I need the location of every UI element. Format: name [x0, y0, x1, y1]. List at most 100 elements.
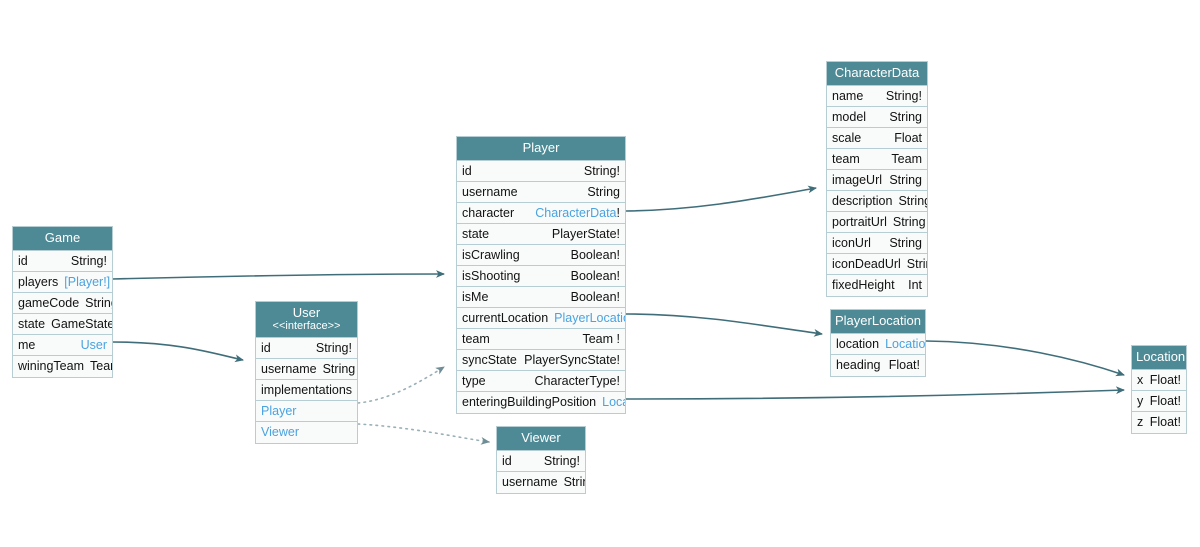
field-type: String: [898, 193, 927, 208]
table-row[interactable]: winingTeam Team: [13, 356, 112, 377]
table-row[interactable]: me User: [13, 335, 112, 356]
table-row[interactable]: username String: [497, 472, 585, 493]
table-row[interactable]: syncState PlayerSyncState!: [457, 350, 625, 371]
table-row[interactable]: heading Float!: [831, 355, 925, 376]
field-type: Float!: [1149, 415, 1181, 429]
table-row[interactable]: currentLocation PlayerLocation!: [457, 308, 625, 329]
field-name: team: [832, 151, 860, 166]
edge-game-players-to-player: [111, 270, 445, 280]
field-type: CharacterData!: [520, 205, 620, 220]
table-row[interactable]: players [Player!]: [13, 272, 112, 293]
field-name: fixedHeight: [832, 278, 895, 292]
field-type: String!: [583, 163, 620, 178]
entity-user-stereotype: <<interface>>: [272, 320, 341, 332]
table-row[interactable]: isShooting Boolean!: [457, 266, 625, 287]
field-type: String: [892, 214, 926, 229]
edge-playerlocation-location-to-location: [925, 340, 1125, 377]
field-type: Int: [908, 278, 922, 292]
entity-player-location-title: PlayerLocation: [831, 310, 925, 334]
field-type: Boolean!: [570, 289, 620, 304]
implementation-row-player[interactable]: Player: [256, 401, 357, 422]
table-row[interactable]: isCrawling Boolean!: [457, 245, 625, 266]
table-row[interactable]: character CharacterData!: [457, 203, 625, 224]
table-row[interactable]: portraitUrl String: [827, 212, 927, 233]
field-type: Boolean!: [570, 247, 620, 262]
table-row[interactable]: iconDeadUrl String: [827, 254, 927, 275]
entity-viewer[interactable]: Viewer id String! username String: [496, 426, 586, 494]
table-row[interactable]: gameCode String!: [13, 293, 112, 314]
field-type-ref[interactable]: Location!: [885, 336, 925, 351]
field-type-ref[interactable]: CharacterData: [535, 205, 617, 220]
field-name: isShooting: [462, 268, 521, 283]
field-name: username: [261, 361, 317, 376]
implementation-link[interactable]: Player: [261, 403, 297, 418]
table-row[interactable]: state PlayerState!: [457, 224, 625, 245]
edge-user-implements-viewer: [357, 423, 490, 445]
implementation-link[interactable]: Viewer: [261, 425, 299, 439]
table-row[interactable]: enteringBuildingPosition Location: [457, 392, 625, 413]
table-row[interactable]: location Location!: [831, 334, 925, 355]
implementations-header-row: implementations: [256, 380, 357, 401]
table-row[interactable]: id String!: [457, 161, 625, 182]
table-row[interactable]: type CharacterType!: [457, 371, 625, 392]
field-name: character: [462, 205, 515, 220]
field-type: GameState!: [51, 316, 112, 331]
field-type-ref[interactable]: [Player!]: [64, 274, 111, 289]
entity-user-title: User <<interface>>: [256, 302, 357, 338]
entity-player-location[interactable]: PlayerLocation location Location! headin…: [830, 309, 926, 377]
field-type: Boolean!: [570, 268, 620, 283]
table-row[interactable]: description String: [827, 191, 927, 212]
field-type: String!: [885, 88, 922, 103]
table-row[interactable]: x Float!: [1132, 370, 1186, 391]
field-name: type: [462, 373, 486, 388]
entity-game[interactable]: Game id String! players [Player!] gameCo…: [12, 226, 113, 378]
field-type: String: [889, 235, 922, 250]
table-row[interactable]: id String!: [256, 338, 357, 359]
field-type: Float!: [1149, 372, 1181, 387]
field-name: id: [261, 340, 271, 355]
table-row[interactable]: name String!: [827, 86, 927, 107]
field-name: z: [1137, 415, 1144, 429]
table-row[interactable]: scale Float: [827, 128, 927, 149]
table-row[interactable]: id String!: [497, 451, 585, 472]
field-type: String: [587, 184, 620, 199]
table-row[interactable]: team Team !: [457, 329, 625, 350]
entity-user[interactable]: User <<interface>> id String! username S…: [255, 301, 358, 444]
field-type: Float!: [1149, 393, 1181, 408]
table-row[interactable]: iconUrl String: [827, 233, 927, 254]
field-type: PlayerState!: [551, 226, 620, 241]
entity-player-title: Player: [457, 137, 625, 161]
field-name: winingTeam: [18, 359, 85, 373]
table-row[interactable]: id String!: [13, 251, 112, 272]
table-row[interactable]: isMe Boolean!: [457, 287, 625, 308]
field-name: username: [462, 184, 518, 199]
entity-location[interactable]: Location x Float! y Float! z Float!: [1131, 345, 1187, 434]
field-type-ref[interactable]: User: [80, 337, 107, 352]
table-row[interactable]: imageUrl String: [827, 170, 927, 191]
table-row[interactable]: state GameState!: [13, 314, 112, 335]
implementations-label: implementations: [261, 382, 353, 397]
field-name: syncState: [462, 352, 517, 367]
implementation-row-viewer[interactable]: Viewer: [256, 422, 357, 443]
field-name: heading: [836, 358, 881, 372]
table-row[interactable]: z Float!: [1132, 412, 1186, 433]
field-name: id: [462, 163, 472, 178]
field-type: Team: [891, 151, 922, 166]
field-type: Float!: [888, 358, 920, 372]
field-type-ref[interactable]: Location: [602, 395, 625, 409]
table-row[interactable]: model String: [827, 107, 927, 128]
field-name: location: [836, 336, 880, 351]
field-type: Team !: [582, 331, 620, 346]
field-name: me: [18, 337, 36, 352]
entity-character-data[interactable]: CharacterData name String! model String …: [826, 61, 928, 297]
table-row[interactable]: y Float!: [1132, 391, 1186, 412]
field-name: description: [832, 193, 893, 208]
table-row[interactable]: fixedHeight Int: [827, 275, 927, 296]
field-type: Team: [90, 359, 112, 373]
table-row[interactable]: team Team: [827, 149, 927, 170]
table-row[interactable]: username String: [457, 182, 625, 203]
field-type-ref[interactable]: PlayerLocation: [554, 310, 625, 325]
table-row[interactable]: username String: [256, 359, 357, 380]
entity-player[interactable]: Player id String! username String charac…: [456, 136, 626, 414]
edge-game-me-to-user: [111, 341, 244, 363]
